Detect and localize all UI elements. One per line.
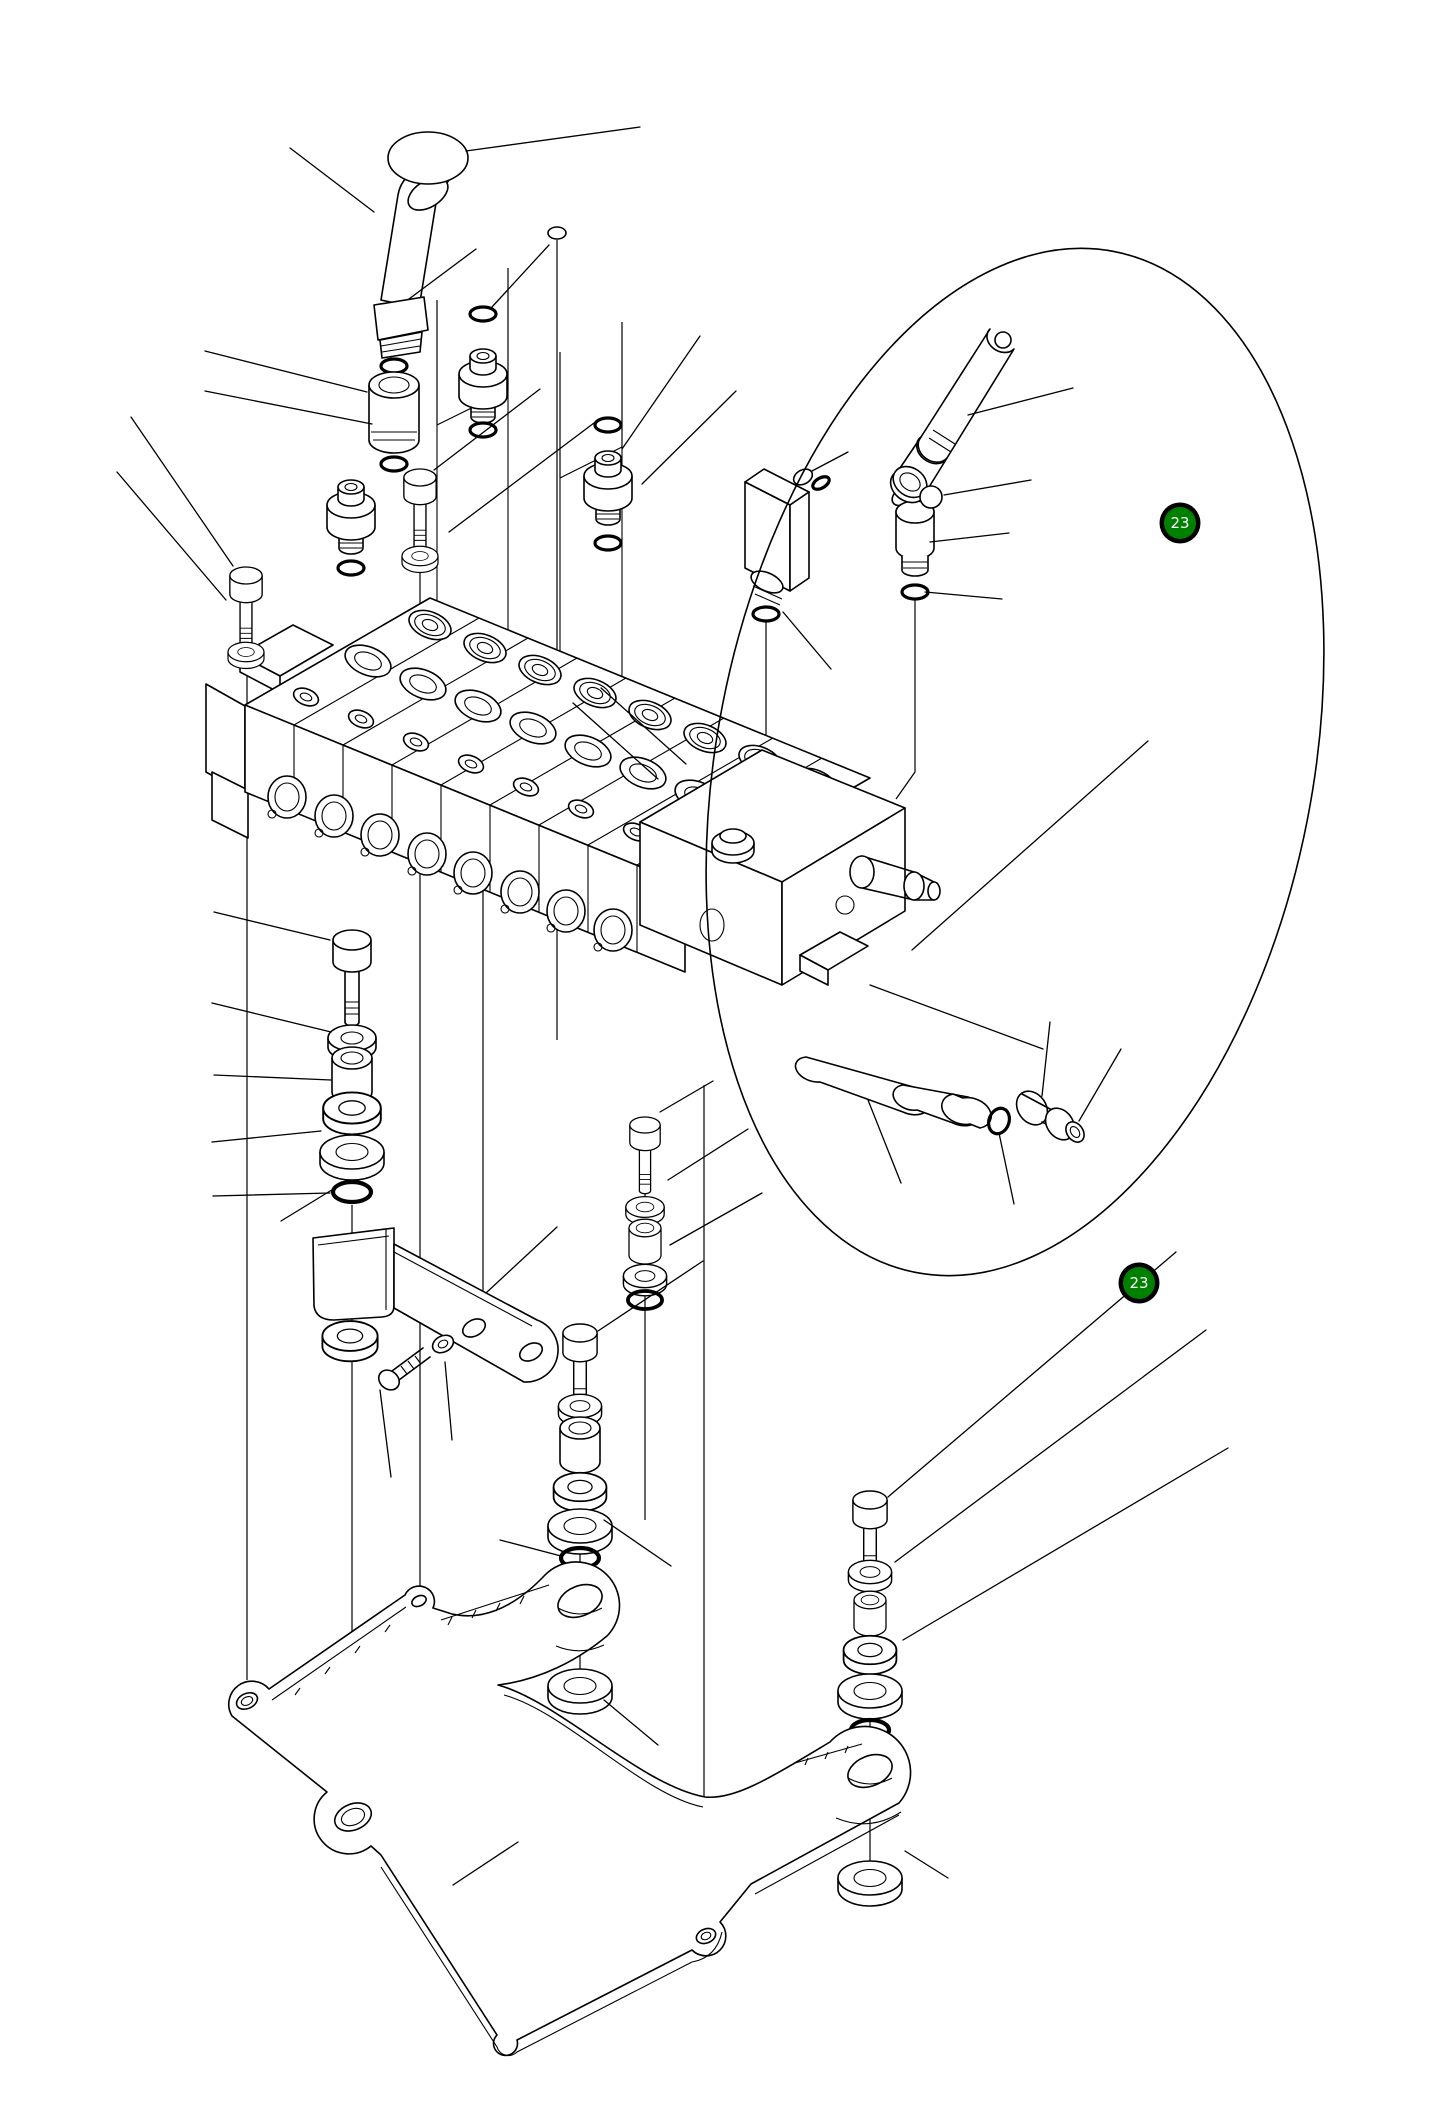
- relief-valve: [849, 855, 941, 901]
- plate-thickness-bottom: [380, 1866, 693, 2057]
- leader-lines: [116, 126, 1229, 1886]
- end-block-hole: [835, 895, 855, 915]
- elbow-threads: [379, 331, 423, 359]
- bolt-a: [403, 468, 437, 552]
- mounting-bracket: [312, 1227, 559, 1391]
- bracket-arm: [393, 1243, 559, 1383]
- control-valve-bank: [205, 597, 941, 986]
- plate-hole-corner: [695, 1927, 717, 1945]
- block-valve: [744, 468, 831, 606]
- part-callout-badge-2[interactable]: 23: [1118, 1262, 1160, 1304]
- block-valve-o-ring: [811, 475, 831, 491]
- stack-4: [622, 1116, 668, 1311]
- hose-assembly-upper: [889, 328, 1015, 509]
- bracket-bolt-washer: [431, 1334, 455, 1354]
- hose-lower-o-ring: [987, 1106, 1011, 1136]
- section-lines-front: [293, 725, 638, 952]
- empty-callout-balloon: [387, 131, 469, 185]
- stack-1: [319, 929, 385, 1202]
- hose-upper-tube: [917, 328, 1015, 463]
- hose-upper-nipple: [994, 331, 1012, 349]
- end-block-bore: [699, 908, 725, 942]
- mounting-plate: [227, 1561, 912, 2057]
- bracket-hole-2: [518, 1342, 544, 1362]
- badge-circle: [1164, 507, 1196, 539]
- hose-circuit-balloon-ellipse: [705, 247, 1325, 1277]
- top-fittings: [227, 131, 935, 670]
- plate-hole-right-ear: [847, 1753, 893, 1789]
- plug-fitting-3: [326, 479, 376, 555]
- plate-hole-mid-lobe: [333, 1802, 373, 1832]
- mounting-foot-right-side: [799, 954, 829, 986]
- part-callout-badge-1[interactable]: 23: [1159, 502, 1201, 544]
- plate-outline: [227, 1561, 912, 2057]
- hex-plug: [711, 828, 755, 864]
- under-plate-washer-1: [547, 1668, 613, 1715]
- plate-hole-vertex: [411, 1594, 427, 1608]
- hose-lower-elbow: [1015, 1090, 1085, 1143]
- under-plate-washer-2: [837, 1860, 903, 1907]
- elbow-hex: [373, 296, 429, 341]
- hose-lower-nut: [940, 1093, 993, 1129]
- badge-label: 23: [1170, 514, 1189, 532]
- bracket-bolt: [377, 1334, 455, 1391]
- badge-label: 23: [1129, 1274, 1148, 1292]
- mounting-foot-left: [211, 771, 249, 839]
- plate-hole-upper-ear: [557, 1583, 603, 1619]
- plate-hole-left-ear: [235, 1691, 259, 1711]
- bolt-b: [229, 566, 263, 650]
- hose-upper-ball: [919, 485, 943, 509]
- stack-3: [837, 1490, 903, 1740]
- hex-adapter: [368, 371, 420, 454]
- badge-circle: [1123, 1267, 1155, 1299]
- stack-2: [547, 1323, 613, 1568]
- hose-assembly-lower: [794, 1056, 1085, 1143]
- bracket-tab: [312, 1227, 395, 1321]
- elbow-fitting-assembly: [373, 131, 469, 359]
- bracket-hole-1: [461, 1318, 487, 1338]
